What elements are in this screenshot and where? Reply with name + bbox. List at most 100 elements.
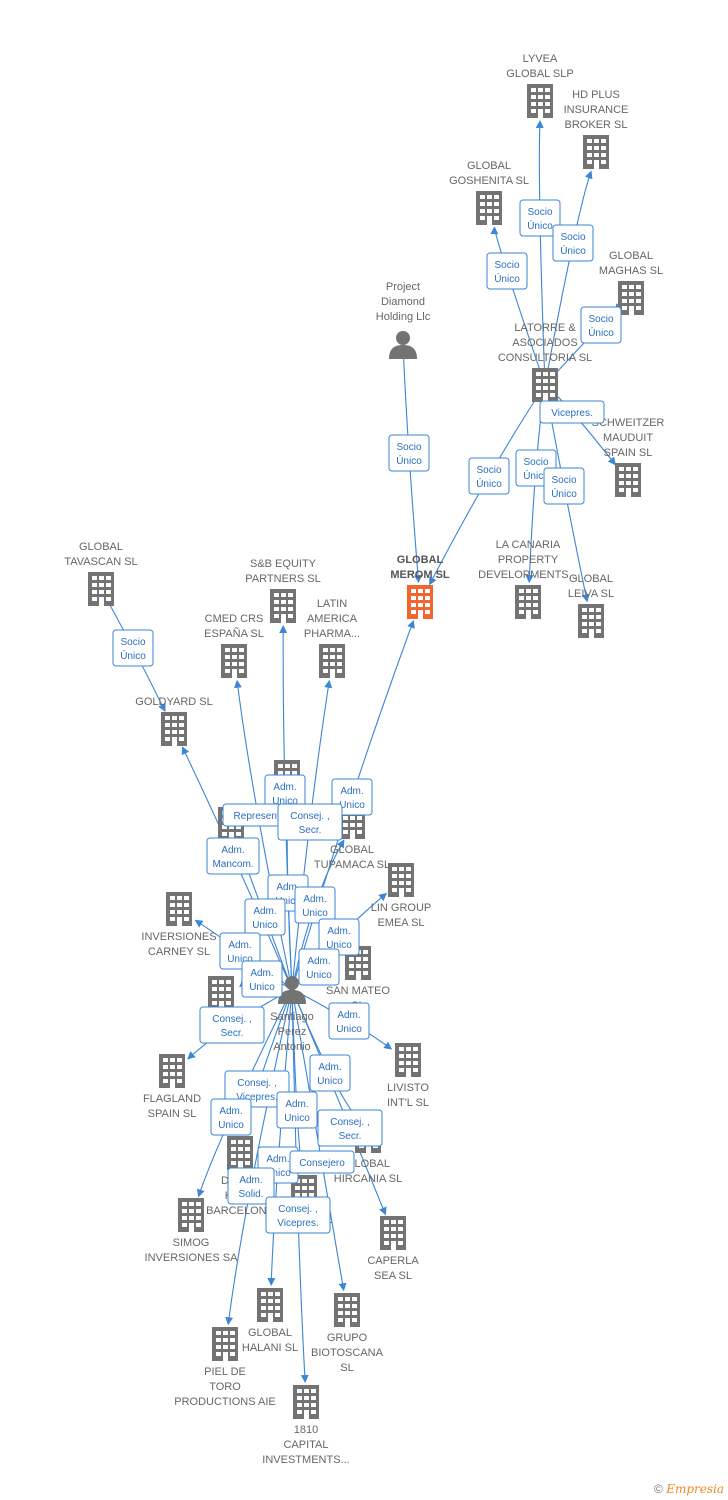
focus-building-icon[interactable] (407, 585, 433, 619)
building-icon[interactable] (208, 976, 234, 1010)
building-icon[interactable] (166, 892, 192, 926)
edge-label[interactable]: Consej. ,Vicepres. (224, 1070, 290, 1108)
edge-label[interactable]: Vicepres. (539, 400, 605, 424)
building-icon[interactable] (257, 1288, 283, 1322)
edge-label[interactable]: Adm.Unico (241, 960, 283, 998)
building-icon[interactable] (227, 1136, 253, 1170)
building-icon[interactable] (159, 1054, 185, 1088)
edge-label-box[interactable] (580, 306, 622, 344)
edge-label-box[interactable] (289, 1150, 355, 1174)
building-icon[interactable] (212, 1327, 238, 1361)
building-icon[interactable] (88, 572, 114, 606)
building-icon[interactable] (380, 1216, 406, 1250)
edge-label[interactable]: Adm.Solid. (227, 1167, 275, 1205)
edge-label[interactable]: Adm.Unico (328, 1002, 370, 1040)
building-icon[interactable] (583, 135, 609, 169)
building-icon[interactable] (615, 463, 641, 497)
building-icon[interactable] (395, 1043, 421, 1077)
building-icon[interactable] (618, 281, 644, 315)
edge-label[interactable]: Consej. ,Secr. (199, 1006, 265, 1044)
edge-label[interactable]: Adm.Unico (318, 918, 360, 956)
edge-label[interactable]: Adm.Unico (264, 774, 306, 812)
edge-label-box[interactable] (199, 1006, 265, 1044)
building-icon[interactable] (388, 863, 414, 897)
building-icon[interactable] (270, 589, 296, 623)
building-icon[interactable] (334, 1293, 360, 1327)
edge-label[interactable]: Adm.Unico (219, 932, 261, 970)
building-icon[interactable] (476, 191, 502, 225)
building-icon[interactable] (178, 1198, 204, 1232)
edge-label-box[interactable] (328, 1002, 370, 1040)
edge-label[interactable]: Adm.Unico (210, 1098, 252, 1136)
edge-label-box[interactable] (543, 467, 585, 505)
building-icon[interactable] (221, 644, 247, 678)
node-n1810[interactable]: 1810CAPITALINVESTMENTS... (262, 1385, 350, 1466)
edge-label[interactable]: Adm.Unico (294, 886, 336, 924)
edge-label-box[interactable] (206, 837, 260, 875)
building-icon[interactable] (161, 712, 187, 746)
edge-label[interactable]: Consej. ,Vicepres. (265, 1196, 331, 1234)
edge-label[interactable]: Adm.Unico (309, 1054, 351, 1092)
edge-label-box[interactable] (210, 1098, 252, 1136)
edge-label-box[interactable] (294, 886, 336, 924)
edge-label-box[interactable] (552, 224, 594, 262)
edge-label-box[interactable] (388, 434, 430, 472)
edge-label-box[interactable] (309, 1054, 351, 1092)
edge-label-box[interactable] (539, 400, 605, 424)
building-icon[interactable] (578, 604, 604, 638)
edge-label-box[interactable] (244, 898, 286, 936)
edge-label-box[interactable] (277, 803, 343, 841)
edge-label[interactable]: Consej. ,Secr. (277, 803, 343, 841)
edge-label[interactable]: Adm.Unico (276, 1091, 318, 1129)
edge-label-box[interactable] (112, 629, 154, 667)
edge-label-box[interactable] (298, 948, 340, 986)
node-canaria[interactable]: LA CANARIAPROPERTYDEVELOPMENTS... (478, 539, 578, 619)
edge-label[interactable]: Adm.Unico (298, 948, 340, 986)
building-icon[interactable] (527, 84, 553, 118)
edge-label[interactable]: Adm.Unico (244, 898, 286, 936)
person-icon[interactable] (389, 331, 417, 359)
node-latin[interactable]: LATINAMERICAPHARMA... (304, 598, 360, 678)
building-icon[interactable] (532, 368, 558, 402)
node-goldyard[interactable]: GOLDYARD SL (135, 696, 213, 746)
building-icon[interactable] (515, 585, 541, 619)
edge-label-box[interactable] (224, 1070, 290, 1108)
edge-label[interactable]: Adm.Mancom. (206, 837, 260, 875)
edge-label-box[interactable] (276, 1091, 318, 1129)
edge-label-box[interactable] (317, 1109, 383, 1147)
building-icon[interactable] (319, 644, 345, 678)
brand-logo[interactable]: Empresia (666, 1482, 724, 1496)
